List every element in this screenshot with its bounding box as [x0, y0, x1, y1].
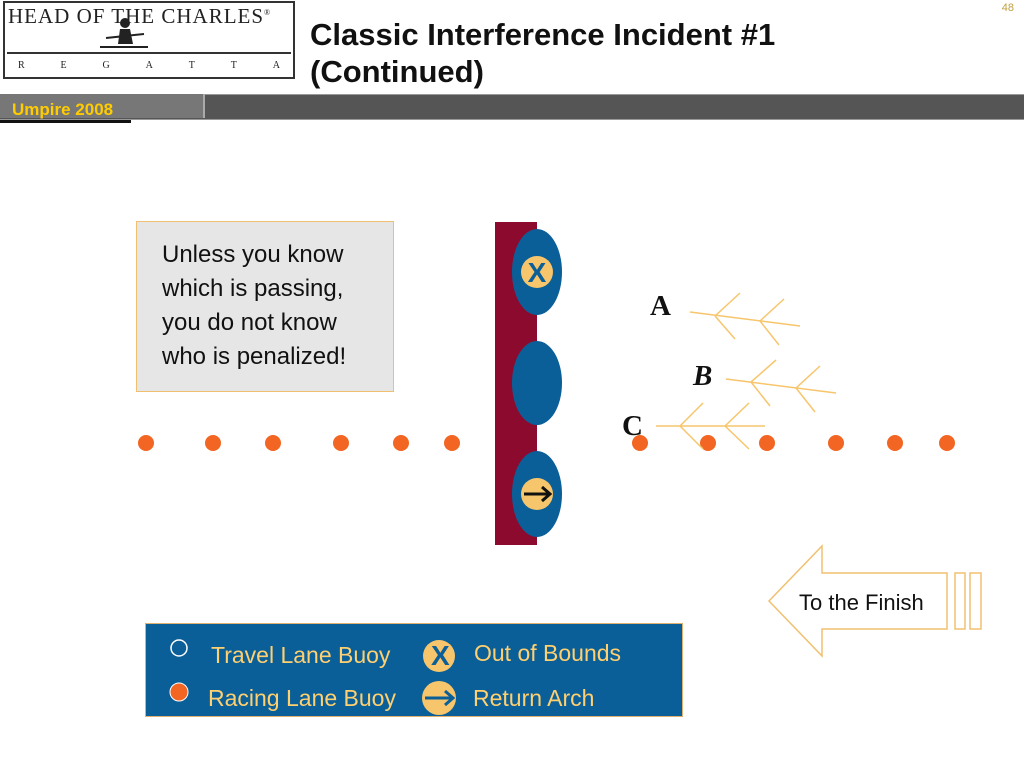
note-line: who is penalized! [162, 343, 347, 370]
racing-buoy [444, 435, 460, 451]
finish-arrow-stripe [969, 572, 982, 630]
logo-title: HEAD OF THE CHARLES® [8, 4, 271, 29]
racing-buoy [138, 435, 154, 451]
racing-buoy [759, 435, 775, 451]
legend-x-mark: X [431, 640, 450, 671]
racing-buoy [939, 435, 955, 451]
boat-c [656, 402, 765, 450]
racing-lane-buoys-left [138, 435, 460, 451]
slide-title: Classic Interference Incident #1 (Contin… [310, 16, 910, 90]
racing-buoy [333, 435, 349, 451]
legend-icons [169, 639, 456, 715]
finish-arrow-stripe [954, 572, 966, 630]
note-line: which is passing, [162, 275, 344, 302]
legend-out-of-bounds-icon [423, 640, 455, 672]
header-bar-section [0, 94, 205, 118]
note-box [136, 221, 394, 392]
boat-a [689, 292, 801, 346]
boat-label-c: C [622, 410, 643, 442]
slide-number: 48 [1001, 2, 1014, 14]
legend-return-arch: Return Arch [473, 685, 595, 711]
note-line: you do not know [162, 309, 337, 336]
registered-mark: ® [264, 8, 272, 17]
racing-buoy [828, 435, 844, 451]
logo-title-text: HEAD OF THE CHARLES [8, 4, 265, 28]
boat-label-a: A [650, 290, 671, 322]
racing-buoy-icon [169, 682, 189, 702]
logo-divider [7, 52, 291, 54]
racing-buoy [393, 435, 409, 451]
legend-racing-lane-buoy: Racing Lane Buoy [208, 685, 396, 711]
racing-buoy [632, 435, 648, 451]
racing-buoy [887, 435, 903, 451]
slide-title-line1: Classic Interference Incident #1 [310, 17, 776, 52]
section-underline [0, 120, 131, 123]
logo-letter: A [145, 60, 153, 71]
logo-letter: E [60, 60, 67, 71]
note-line: Unless you know [162, 241, 344, 268]
boat-label-b: B [693, 360, 713, 392]
legend-out-of-bounds: Out of Bounds [474, 640, 622, 666]
rower-icon [100, 18, 148, 48]
racing-lane-buoys-right [632, 435, 955, 451]
logo-subtitle: R E G A T T A [18, 60, 280, 71]
racing-buoy [700, 435, 716, 451]
logo-letter: G [102, 60, 110, 71]
legend-travel-lane-buoy: Travel Lane Buoy [211, 642, 391, 668]
finish-arrow [767, 544, 948, 658]
boat-b [725, 359, 837, 413]
section-label: Umpire 2008 [12, 100, 114, 119]
racing-buoy [265, 435, 281, 451]
note-text: Unless you know which is passing, you do… [162, 238, 392, 374]
racing-buoy [205, 435, 221, 451]
slide-title-line2: (Continued) [310, 54, 484, 89]
logo-letter: T [188, 60, 195, 71]
logo-letter: T [230, 60, 237, 71]
travel-buoy-icon [170, 639, 188, 657]
regatta-logo [3, 1, 295, 79]
x-mark: X [528, 257, 547, 288]
arch-travel [512, 341, 562, 425]
out-of-bounds-icon [521, 256, 553, 288]
finish-label: To the Finish [799, 590, 924, 615]
logo-letter: A [272, 60, 280, 71]
logo-letter: R [18, 60, 25, 71]
legend [145, 623, 683, 717]
